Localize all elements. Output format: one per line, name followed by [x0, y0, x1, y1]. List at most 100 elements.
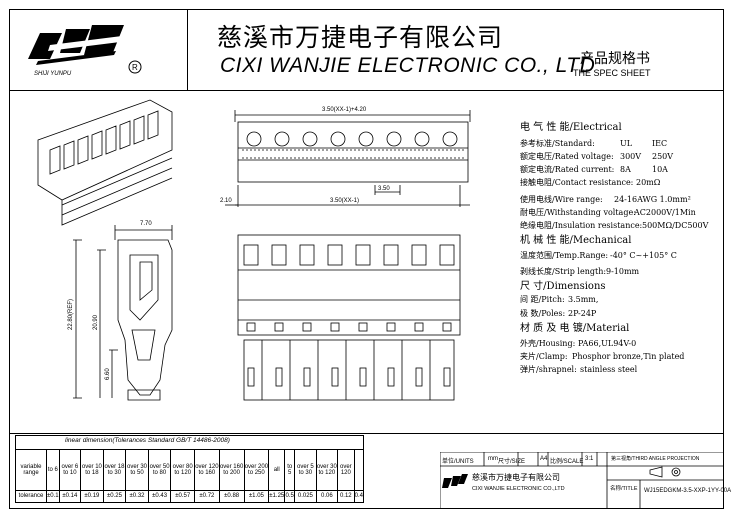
top-view [225, 110, 471, 207]
spec-standard-label: 参考标准/Standard: [520, 139, 595, 148]
spec-current-iec: 10A [652, 165, 668, 174]
tolerance-cell: ±1.25 [268, 489, 286, 504]
spec-pitch-label: 间 距/Pitch: [520, 295, 565, 304]
range-cell: over 30 to 120 [315, 449, 339, 491]
part-number: WJ15EDGKM-3.5-XXP-1YY-00A [644, 488, 732, 494]
tolerance-cell: 0.5 [284, 489, 296, 504]
dim-side-width: 7.70 [140, 221, 152, 227]
dim-pitch: 3.50 [378, 186, 390, 192]
spec-strip-value: 9-10mm [606, 267, 640, 276]
range-cell: over 160 to 200 [218, 449, 245, 491]
spec-wire-value: 24-16AWG 1.0mm² [614, 195, 691, 204]
spec-contact-value: 20mΩ [636, 178, 661, 187]
spec-shrapnel-value: stainless steel [580, 365, 638, 374]
side-view [73, 225, 173, 401]
tolerance-cell: ±0.57 [170, 489, 196, 504]
spec-temp-label: 温度范围/Temp.Range: [520, 251, 609, 260]
range-cell: over 10 to 18 [80, 449, 104, 491]
spec-dimensions-heading: 尺 寸/Dimensions [520, 281, 606, 292]
tolerance-cell: ±0.72 [194, 489, 220, 504]
spec-insulation-value: 500MΩ/DC500V [642, 221, 709, 230]
range-cell: over 50 to 80 [147, 449, 172, 491]
spec-material-heading: 材 质 及 电 镀/Material [520, 323, 630, 334]
range-cell: over 18 to 30 [102, 449, 127, 491]
tolerance-cell: ±0.14 [58, 489, 82, 504]
tolerance-cell: 0.06 [315, 489, 339, 504]
tolerance-cell: ±0.1 [46, 489, 60, 504]
company-name-cn: 慈溪市万捷电子有限公司 [217, 23, 504, 52]
range-cell: all [268, 449, 286, 491]
range-cell: to 5 [284, 449, 296, 491]
spec-pitch-value: 3.5mm, [568, 295, 599, 304]
range-cell: over 30 to 50 [125, 449, 149, 491]
spec-withstand-value: AC2000V/1Min [634, 208, 696, 217]
footer-divider [9, 433, 724, 434]
range-cell: to 6 [46, 449, 60, 491]
spec-current-label: 额定电流/Rated current: [520, 165, 615, 174]
range-cell: over 120 to 160 [194, 449, 220, 491]
range-cell: over 80 to 120 [170, 449, 196, 491]
company-logo: SHIJI YUNPU R [28, 25, 142, 77]
range-cell [353, 449, 365, 491]
dim-height-mid: 20.90 [93, 314, 99, 330]
projection-symbol-icon [649, 466, 681, 478]
title-block-company-cn: 慈溪市万捷电子有限公司 [472, 473, 560, 482]
header-divider [9, 90, 724, 91]
isometric-view [37, 99, 173, 226]
dim-span: 3.50(XX-1) [330, 198, 359, 204]
tolerance-table: variable range to 6 over 6 to 10 over 10… [15, 434, 365, 504]
spec-mechanical-heading: 机 械 性 能/Mechanical [520, 235, 632, 246]
header-separator [187, 9, 188, 90]
tolerance-cell: 0.4 [353, 489, 365, 504]
spec-voltage-label: 额定电压/Rated voltage: [520, 152, 614, 161]
spec-standard-ul: UL [620, 139, 633, 148]
projection-label: 第三视角/THIRD ANGLE PROJECTION [611, 456, 700, 462]
spec-clamp-value: Phosphor bronze,Tin plated [572, 352, 685, 361]
spec-temp-value: -40° C~+105° C [610, 251, 677, 260]
company-name-en: CIXI WANJIE ELECTRONIC CO., LTD [220, 54, 596, 77]
title-block-logo [442, 472, 468, 494]
spec-current-ul: 8A [620, 165, 631, 174]
units-value: mm [488, 456, 498, 462]
svg-text:R: R [132, 63, 138, 72]
logo-text: SHIJI YUNPU [34, 71, 72, 77]
spec-insulation-label: 绝缘电阻/Insulation resistance: [520, 221, 643, 230]
spec-voltage-ul: 300V [620, 152, 642, 161]
dim-top-width: 3.50(XX-1)+4.20 [322, 107, 367, 113]
range-cell: over 5 to 30 [294, 449, 317, 491]
title-block: 单位/UNITS mm 尺寸/SIZE A4 比例/SCALE 3:1 第三视角… [440, 452, 731, 509]
spec-voltage-iec: 250V [652, 152, 674, 161]
spec-strip-label: 剥线长度/Strip length: [520, 267, 607, 276]
logo-mark-icon [28, 25, 130, 65]
spec-electrical-heading: 电 气 性 能/Electrical [520, 122, 622, 133]
range-cell: over 6 to 10 [58, 449, 82, 491]
dim-height-ref: 22.80(REF) [68, 299, 74, 330]
spec-housing-value: PA66,UL94V-0 [578, 339, 637, 348]
tolerance-row-label: variable range [15, 449, 47, 491]
size-value: A4 [540, 456, 548, 462]
name-label: 名称/TITLE [610, 486, 638, 492]
spec-shrapnel-label: 弹片/shrapnel: [520, 365, 577, 374]
tolerance-cell: 0.12 [337, 489, 355, 504]
range-cell: over 200 to 250 [243, 449, 270, 491]
tolerance-cell: ±0.43 [147, 489, 172, 504]
spec-wire-label: 使用电线/Wire range: [520, 195, 603, 204]
tolerance-row-label: tolerance [15, 489, 47, 504]
spec-clamp-label: 夹片/Clamp: [520, 352, 568, 361]
scale-value: 3:1 [585, 456, 594, 462]
registered-icon [128, 60, 142, 74]
tolerance-caption-row [15, 434, 364, 451]
tolerance-cell: ±0.88 [218, 489, 245, 504]
spec-contact-label: 接触电阻/Contact resistance: [520, 178, 634, 187]
title-block-company-en: CIXI WANJIE ELECTRONIC CO.,LTD [472, 486, 565, 492]
spec-title-cn: 产品规格书 [580, 51, 650, 67]
spec-withstand-label: 耐电压/Withstanding voltage: [520, 208, 636, 217]
tolerance-cell: ±0.25 [102, 489, 127, 504]
spec-standard-iec: IEC [652, 139, 668, 148]
dim-offset: 2.10 [220, 198, 232, 204]
size-label: 尺寸/SIZE [498, 459, 526, 465]
front-view [237, 234, 461, 401]
range-cell: over 120 [337, 449, 355, 491]
spec-title-en: THE SPEC SHEET [573, 68, 651, 78]
